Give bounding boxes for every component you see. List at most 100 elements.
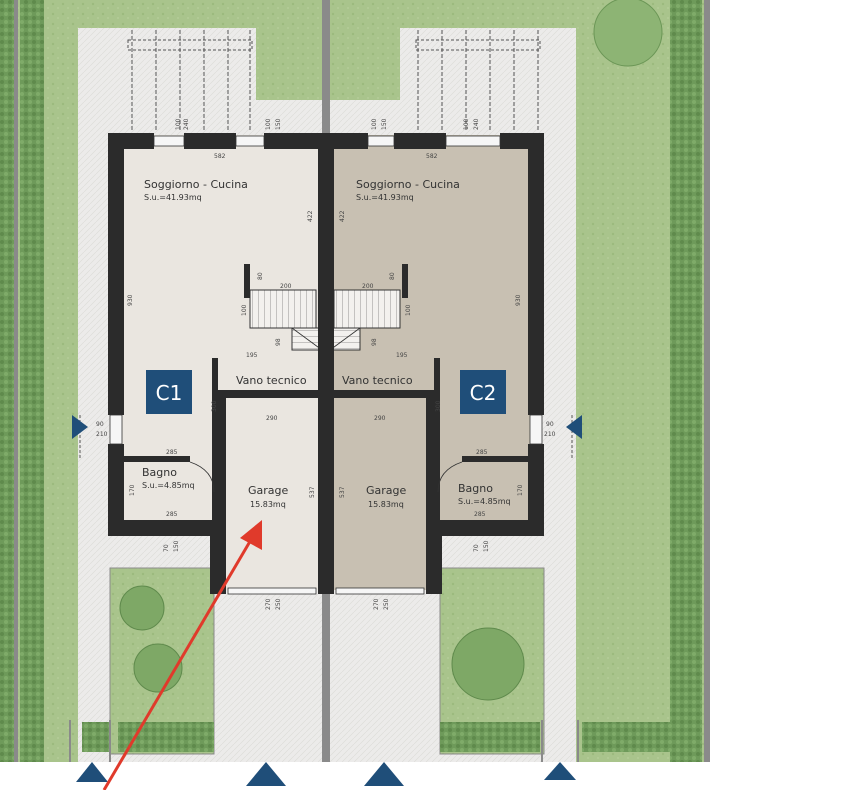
unit-badge-box	[460, 370, 506, 414]
windows	[109, 135, 543, 595]
dim-door-100b-c2: 100	[463, 118, 470, 130]
garage-door	[335, 587, 425, 595]
wall	[330, 133, 368, 149]
tree-icon	[119, 585, 165, 631]
wall	[264, 133, 322, 149]
dim-landing-c2: 195	[396, 352, 408, 359]
dim-stair-c2: 200	[362, 283, 374, 290]
wall	[434, 520, 544, 536]
dim-garage-width-c1: 290	[266, 415, 278, 422]
dim-tech-c2: 300	[435, 400, 442, 412]
wall-garage	[426, 390, 440, 526]
dim-landing-c1: 195	[246, 352, 258, 359]
lawn-patch-right	[330, 28, 400, 100]
wall-party	[318, 133, 334, 403]
dim-door-100-c2: 100	[371, 118, 378, 130]
window	[235, 135, 265, 147]
wall	[210, 520, 226, 594]
wall	[108, 520, 218, 536]
wall-bath	[124, 456, 190, 462]
wall-tech	[212, 390, 320, 398]
wall-party	[318, 392, 334, 594]
arrow-line	[102, 537, 254, 790]
garage-door	[227, 587, 317, 595]
dim-garage-door-270-c1: 270	[265, 598, 272, 610]
hedge-right	[670, 0, 702, 762]
dim-stair-100-c2: 100	[405, 304, 412, 316]
dim-living-depth-c1: 422	[307, 210, 314, 222]
dim-garage-door-250-c1: 250	[275, 598, 282, 610]
dim-living-width-c1: 582	[214, 153, 226, 160]
entrance-marker-icon	[72, 415, 88, 439]
boundary-line-right	[704, 0, 710, 762]
dim-door-240-c2: 240	[473, 118, 480, 130]
wall-stair	[244, 264, 250, 298]
window	[153, 135, 185, 147]
annotation-arrow	[102, 520, 262, 790]
dim-stair-98-c2: 98	[371, 338, 378, 346]
dim-stair-98-c1: 98	[275, 338, 282, 346]
dim-stair-80-c1: 80	[257, 272, 264, 280]
dim-side-210-c1: 210	[96, 431, 108, 438]
unit-badge-c2: C2	[460, 370, 506, 414]
dimensions: 582 582 422 422 930 930 200 200 80 80 10…	[96, 118, 556, 610]
wall	[528, 444, 544, 536]
trees	[119, 0, 663, 701]
dim-door-150-c1: 150	[275, 118, 282, 130]
stairs-c1	[249, 289, 317, 329]
wall-tech-side	[434, 358, 440, 392]
unit-badge-c1: C1	[146, 370, 192, 414]
unit-badge-label: C2	[470, 381, 497, 405]
dim-living-width-c2: 582	[426, 153, 438, 160]
living-area-c1: S.u.=41.93mq	[144, 193, 202, 202]
dim-garage-depth-c2: 537	[339, 486, 346, 498]
dim-bath-depth-c2: 170	[517, 484, 524, 496]
wall-garage	[212, 390, 226, 526]
dim-door-70-c1: 70	[163, 544, 170, 552]
side-door	[109, 414, 123, 445]
hedge-front-left-2	[118, 722, 214, 752]
bath-area-c2: S.u.=4.85mq	[458, 497, 511, 506]
pergolas	[127, 30, 541, 130]
bath-name-c2: Bagno	[458, 482, 493, 495]
dim-door-240-c1: 240	[183, 118, 190, 130]
wall	[426, 520, 442, 594]
side-door	[529, 414, 543, 445]
dim-bath-width-c2: 285	[476, 449, 488, 456]
living-name-c2: Soggiorno - Cucina	[356, 178, 460, 191]
stairs-c2	[333, 289, 401, 329]
garage-name-c2: Garage	[366, 484, 407, 497]
unit-badge-box	[146, 370, 192, 414]
dim-garage-depth-c1: 537	[309, 486, 316, 498]
dim-total-depth-c2: 930	[515, 294, 522, 306]
entrance-marker-icon	[246, 762, 286, 786]
hedge-front-right-2	[582, 722, 670, 752]
entrance-marker-icon	[544, 762, 576, 780]
pergola-right	[415, 39, 541, 51]
entrance-marker-icon	[76, 762, 108, 782]
wall-tech	[332, 390, 440, 398]
wall	[394, 133, 446, 149]
unit-badge-label: C1	[156, 381, 183, 405]
dim-door-100b-c1: 100	[265, 118, 272, 130]
dim-stair-100-c1: 100	[241, 304, 248, 316]
technical-room-c1: Vano tecnico	[236, 374, 307, 387]
wall-tech-side	[212, 358, 218, 392]
window	[367, 135, 395, 147]
dim-bath-width-bottom-c1: 285	[166, 511, 178, 518]
window	[445, 135, 501, 147]
dim-garage-door-250-c2: 250	[383, 598, 390, 610]
wall	[528, 133, 544, 415]
dim-bath-depth-c1: 170	[129, 484, 136, 496]
hedge-left-outer	[0, 0, 16, 762]
bath-area-c1: S.u.=4.85mq	[142, 481, 195, 490]
boundary-line-left	[14, 0, 18, 762]
dim-garage-door-270-c2: 270	[373, 598, 380, 610]
dim-garage-width-c2: 290	[374, 415, 386, 422]
dim-stair-80-c2: 80	[389, 272, 396, 280]
hedge-front-left	[82, 722, 110, 752]
dim-tech-c1: 300	[211, 400, 218, 412]
garage-name-c1: Garage	[248, 484, 289, 497]
stairs	[249, 289, 401, 351]
